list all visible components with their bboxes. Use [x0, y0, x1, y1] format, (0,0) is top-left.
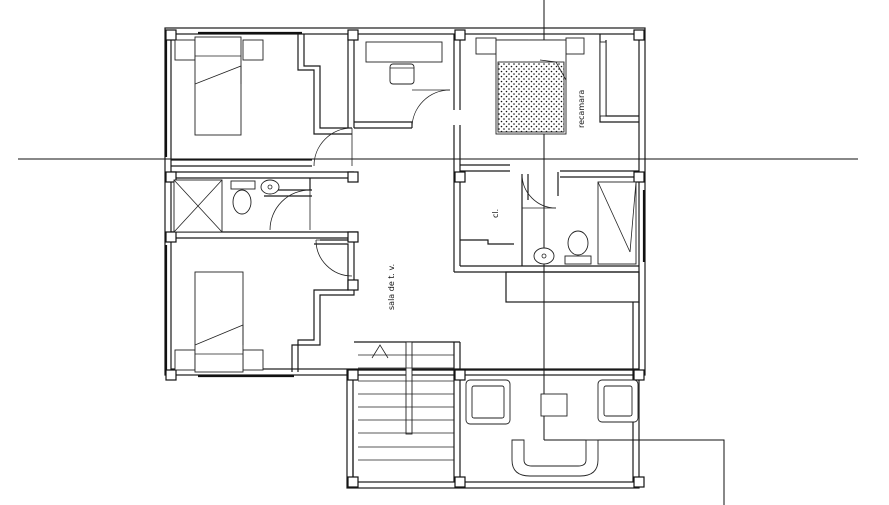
- doors: [269, 89, 557, 277]
- bathroom-left: [173, 179, 280, 233]
- interior-walls: [171, 34, 640, 482]
- exterior-walls: [164, 27, 646, 489]
- label-recamara: recamara: [577, 90, 586, 128]
- bed-bedroom-3: [475, 37, 585, 135]
- label-closet: cl.: [491, 209, 500, 218]
- wardrobe-bedroom-3: [599, 41, 607, 117]
- bed-bedroom-2: [174, 271, 264, 373]
- reference-axes: [18, 0, 858, 505]
- bathroom-right: [533, 181, 637, 265]
- staircase: [358, 341, 454, 461]
- tv-room-furniture: [465, 379, 639, 477]
- bed-bedroom-1: [174, 36, 264, 136]
- desk-study: [365, 41, 443, 85]
- structural-columns: [165, 29, 645, 488]
- label-sala-tv: sala de t. v.: [387, 264, 396, 310]
